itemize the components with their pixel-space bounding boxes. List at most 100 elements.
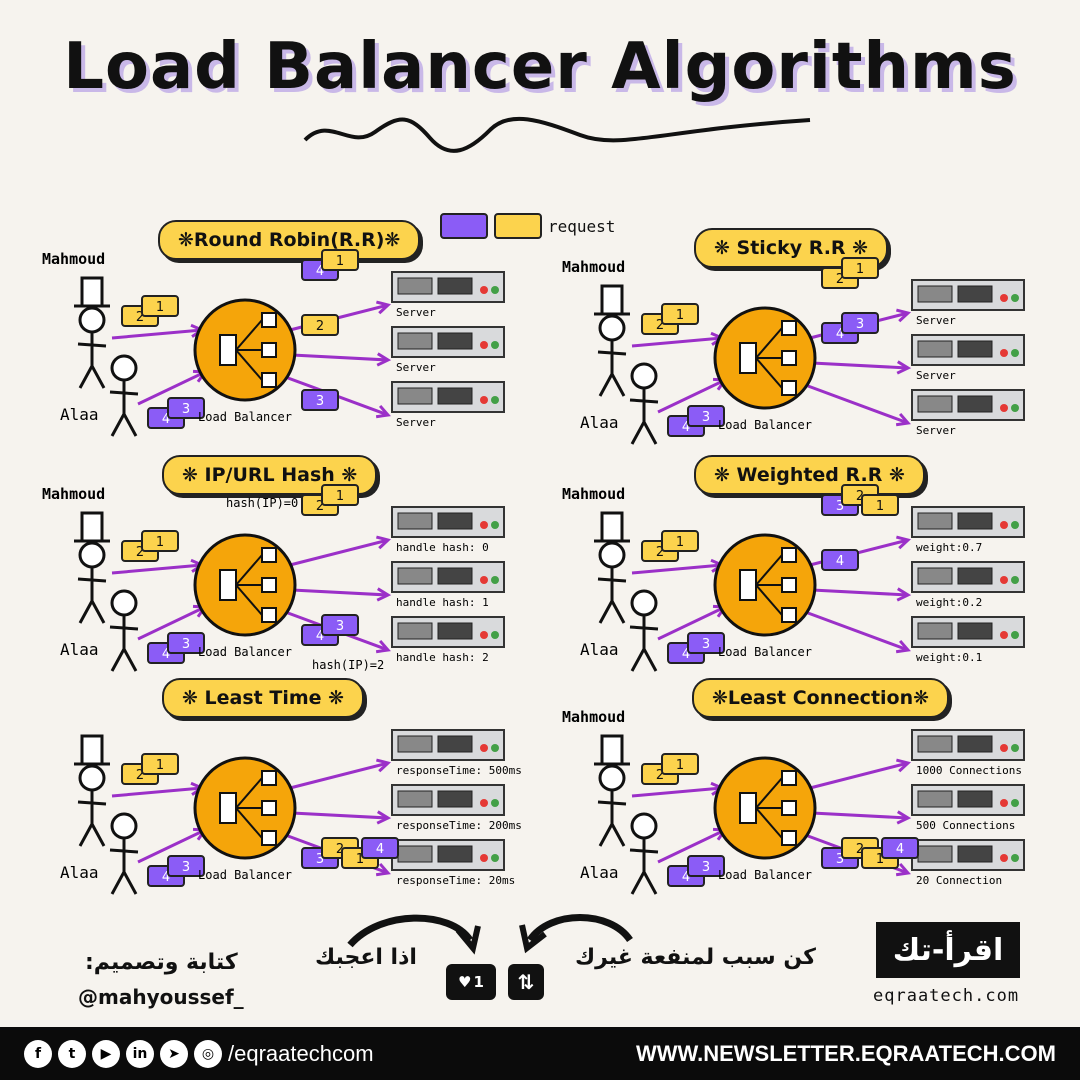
client-label: Mahmoud	[562, 708, 625, 726]
server-request: 3	[301, 389, 339, 411]
svg-text:2: 2	[656, 545, 664, 560]
request-arrow	[807, 611, 911, 654]
server	[911, 616, 1025, 648]
request-arrow	[631, 331, 726, 348]
legend-purple-swatch	[440, 213, 488, 239]
server	[911, 334, 1025, 366]
mahmoud-figure	[74, 734, 110, 847]
credit-handle: @mahyoussef_	[78, 985, 244, 1009]
server	[911, 279, 1025, 311]
client-label: Alaa	[60, 640, 99, 659]
github-icon[interactable]: ◎	[194, 1039, 222, 1068]
svg-text:4: 4	[162, 647, 170, 662]
svg-text:1: 1	[336, 489, 344, 504]
request-arrow	[111, 323, 206, 340]
page-title: Load Balancer Algorithms	[63, 30, 1017, 104]
legend-yellow-swatch	[494, 213, 542, 239]
svg-text:2: 2	[836, 272, 844, 287]
server-label: handle hash: 2	[396, 651, 489, 664]
server-label: Server	[916, 369, 956, 382]
svg-text:1: 1	[676, 758, 684, 773]
server-label: Server	[916, 314, 956, 327]
server-label: Server	[396, 306, 436, 319]
load-balancer-label: Load Balancer	[198, 410, 292, 424]
alaa-figure	[629, 589, 659, 672]
request-arrow	[291, 587, 392, 602]
svg-text:3: 3	[336, 619, 344, 634]
legend-label: request	[548, 216, 616, 236]
repost-button[interactable]: ⇅	[508, 964, 544, 1000]
telegram-icon[interactable]: ➤	[160, 1039, 188, 1068]
request-arrow	[807, 384, 911, 427]
svg-text:3: 3	[182, 637, 190, 652]
svg-text:4: 4	[836, 327, 844, 342]
algorithm-title: ❋Round Robin(R.R)❋	[158, 220, 421, 260]
server-request: 3	[321, 614, 359, 636]
hash-annotation: hash(IP)=0	[226, 496, 298, 510]
algorithm-title: ❋ Least Time ❋	[162, 678, 365, 718]
server-request: 4	[361, 837, 399, 859]
svg-text:4: 4	[682, 420, 690, 435]
svg-text:4: 4	[162, 870, 170, 885]
server-label: responseTime: 20ms	[396, 874, 515, 887]
svg-text:3: 3	[316, 852, 324, 867]
server	[911, 839, 1025, 871]
svg-text:4: 4	[682, 870, 690, 885]
hash-annotation: hash(IP)=2	[312, 658, 384, 672]
server-label: Server	[396, 416, 436, 429]
server-label: weight:0.2	[916, 596, 982, 609]
mahmoud-figure	[74, 276, 110, 389]
request-arrow	[111, 781, 206, 798]
server	[911, 729, 1025, 761]
svg-text:2: 2	[336, 842, 344, 857]
server-request: 1	[841, 257, 879, 279]
newsletter-url[interactable]: WWW.NEWSLETTER.EQRAATECH.COM	[636, 1040, 1056, 1066]
server	[391, 506, 505, 538]
share-prompt: كن سبب لمنفعة غيرك	[575, 945, 816, 970]
social-handle[interactable]: /eqraatechcom	[228, 1040, 374, 1066]
request-arrow	[289, 758, 392, 790]
youtube-icon[interactable]: ▶	[92, 1039, 120, 1068]
load-balancer-label: Load Balancer	[718, 645, 812, 659]
server-label: 500 Connections	[916, 819, 1015, 832]
server-label: weight:0.1	[916, 651, 982, 664]
linkedin-icon[interactable]: in	[126, 1039, 154, 1068]
svg-text:1: 1	[156, 300, 164, 315]
svg-text:3: 3	[702, 860, 710, 875]
client-request: 3	[167, 632, 205, 654]
mahmoud-figure	[594, 284, 630, 397]
svg-text:2: 2	[856, 842, 864, 857]
mahmoud-figure	[594, 734, 630, 847]
load-balancer	[713, 756, 817, 860]
client-request: 1	[141, 295, 179, 317]
facebook-icon[interactable]: f	[24, 1039, 52, 1068]
server-label: handle hash: 1	[396, 596, 489, 609]
bottom-bar: f t ▶ in ➤ ◎ /eqraatechcom WWW.NEWSLETTE…	[0, 1027, 1080, 1080]
algorithm-title: ❋Least Connection❋	[692, 678, 950, 718]
request-arrow	[809, 758, 912, 790]
server	[911, 561, 1025, 593]
mahmoud-figure	[594, 511, 630, 624]
load-balancer	[713, 533, 817, 637]
like-button[interactable]: ♥1	[446, 964, 496, 1000]
site-url[interactable]: eqraatech.com	[873, 986, 1020, 1006]
server-request: 1	[861, 494, 899, 516]
server-request: 1	[321, 484, 359, 506]
twitter-icon[interactable]: t	[58, 1039, 86, 1068]
svg-text:2: 2	[656, 318, 664, 333]
alaa-figure	[109, 589, 139, 672]
logo: اقرأ-تك	[876, 922, 1020, 978]
server	[391, 381, 505, 413]
svg-text:1: 1	[876, 852, 884, 867]
load-balancer	[193, 298, 297, 402]
server	[391, 271, 505, 303]
